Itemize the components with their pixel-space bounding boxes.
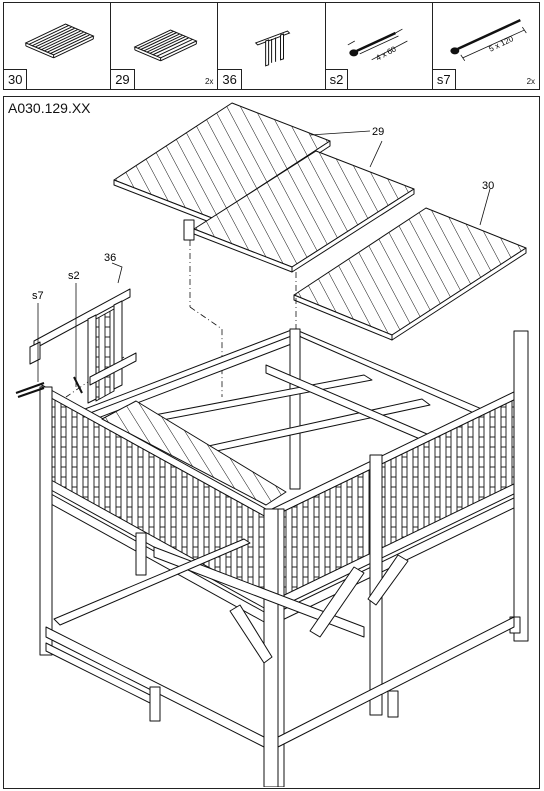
assembly-diagram: A030.129.XX <box>3 96 540 789</box>
part-code: s2 <box>325 69 349 89</box>
part-cell-s2: 4 x 60 s2 <box>325 3 433 89</box>
part-code: s7 <box>432 69 456 89</box>
screw-s7 <box>15 303 45 398</box>
callout-s2: s2 <box>68 270 80 282</box>
callout-36: 36 <box>104 252 116 264</box>
part-cell-30: 30 <box>4 3 112 89</box>
part-quantity: 2x <box>204 77 214 86</box>
part-cell-s7: 5 x 120 s7 2x <box>432 3 539 89</box>
part-code: 29 <box>111 69 135 89</box>
rail-bracket-icon <box>255 30 291 67</box>
parts-list: 30 29 2x <box>3 2 540 90</box>
screw-size-label: 5 x 120 <box>487 34 515 54</box>
callout-29: 29 <box>372 126 384 138</box>
screw-size-label: 4 x 60 <box>374 44 398 62</box>
part-cell-29: 29 2x <box>111 3 219 89</box>
part-quantity: 2x <box>526 77 536 86</box>
screw-s2 <box>73 283 83 394</box>
rail-bracket-36 <box>29 288 137 404</box>
screw-icon: 4 x 60 <box>347 28 408 63</box>
floor-panel-29b <box>193 150 415 273</box>
floor-panel-icon <box>133 29 198 62</box>
exploded-view-drawing: 29 30 36 s2 s7 <box>15 102 529 787</box>
part-code: 30 <box>4 69 28 89</box>
callout-s7: s7 <box>32 290 44 302</box>
callout-30: 30 <box>482 180 494 192</box>
part-cell-36: 36 <box>218 3 326 89</box>
assembly-id: A030.129.XX <box>8 100 91 116</box>
part-code: 36 <box>218 69 242 89</box>
floor-panel-icon <box>24 23 95 59</box>
floor-panel-30 <box>293 207 527 341</box>
screw-icon: 5 x 120 <box>450 18 527 62</box>
